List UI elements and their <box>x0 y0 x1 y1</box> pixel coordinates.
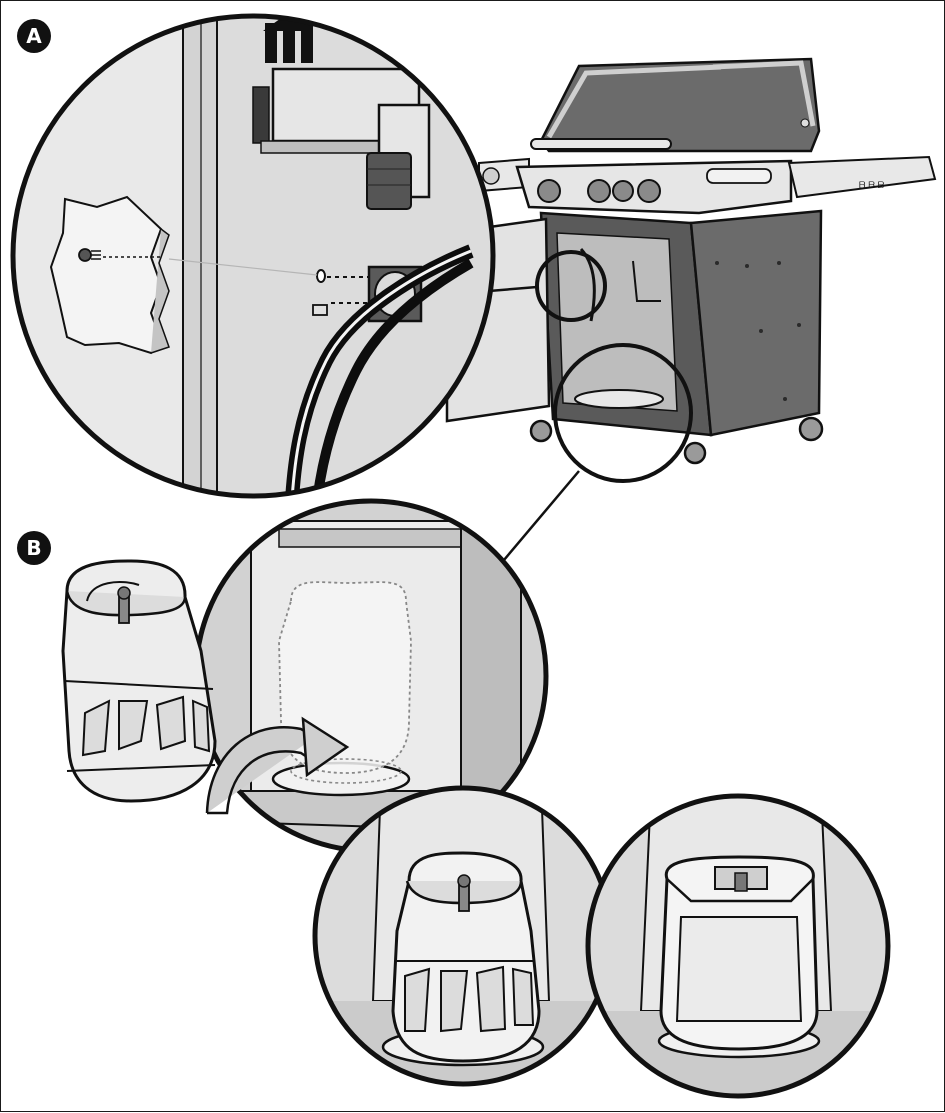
leader-line-b <box>492 470 580 574</box>
detail-b1-composite-cylinder <box>312 785 614 1087</box>
gas-cylinder-loose <box>61 559 217 803</box>
detail-b2-square-cylinder <box>585 793 891 1099</box>
placement-arrow <box>205 716 350 815</box>
callout-circle-b-small <box>553 343 693 483</box>
step-badge-a: A <box>17 19 51 53</box>
leader-line-a <box>488 285 538 293</box>
step-badge-b: B <box>17 531 51 565</box>
svg-text:ᗷ ᗷ ᗷ: ᗷ ᗷ ᗷ <box>859 181 885 191</box>
grill-overview: ᗷ ᗷ ᗷ <box>445 57 937 483</box>
detail-a-wall-bracket <box>10 13 496 499</box>
callout-circle-a-small <box>535 250 607 322</box>
